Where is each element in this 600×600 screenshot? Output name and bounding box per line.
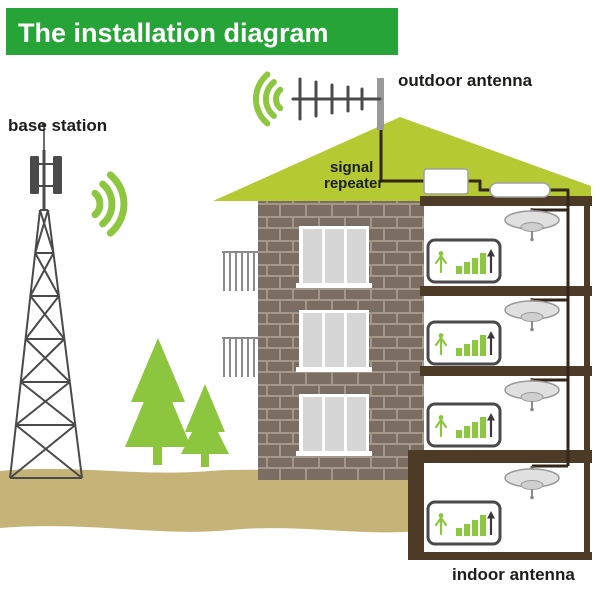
phone-signal-icon: [426, 320, 502, 366]
fire-escape-railing: [222, 337, 258, 377]
distribution-box-icon: [489, 182, 551, 198]
window-group: [296, 394, 372, 456]
phone-signal-icon: [426, 402, 502, 448]
yagi-antenna-icon: [291, 77, 382, 121]
antenna-pole: [377, 78, 384, 130]
ground: [0, 468, 424, 533]
svg-text:repeater: repeater: [324, 175, 383, 192]
label-signal-repeater: signal repeater: [324, 159, 383, 192]
signal-waves-icon: [91, 171, 128, 237]
header-bar: [6, 8, 398, 55]
tree-icon: [125, 338, 191, 465]
phone-signal-icon: [426, 500, 502, 546]
cell-tower-icon: [9, 122, 83, 479]
roof: [213, 117, 591, 201]
signal-waves-icon: [252, 71, 284, 127]
label-base-station: base station: [8, 116, 107, 135]
svg-text:signal: signal: [330, 159, 373, 176]
tree-icon: [181, 384, 229, 467]
window-group: [296, 310, 372, 372]
repeater-box-icon: [423, 168, 469, 195]
page-title: The installation diagram: [18, 18, 329, 48]
label-indoor-antenna: indoor antenna: [452, 565, 575, 584]
fire-escape-railing: [222, 251, 258, 291]
window-group: [296, 226, 372, 288]
floor-slabs: [408, 196, 592, 560]
label-outdoor-antenna: outdoor antenna: [398, 71, 533, 90]
phone-signal-icon: [426, 238, 502, 284]
cable-run: [379, 126, 570, 468]
